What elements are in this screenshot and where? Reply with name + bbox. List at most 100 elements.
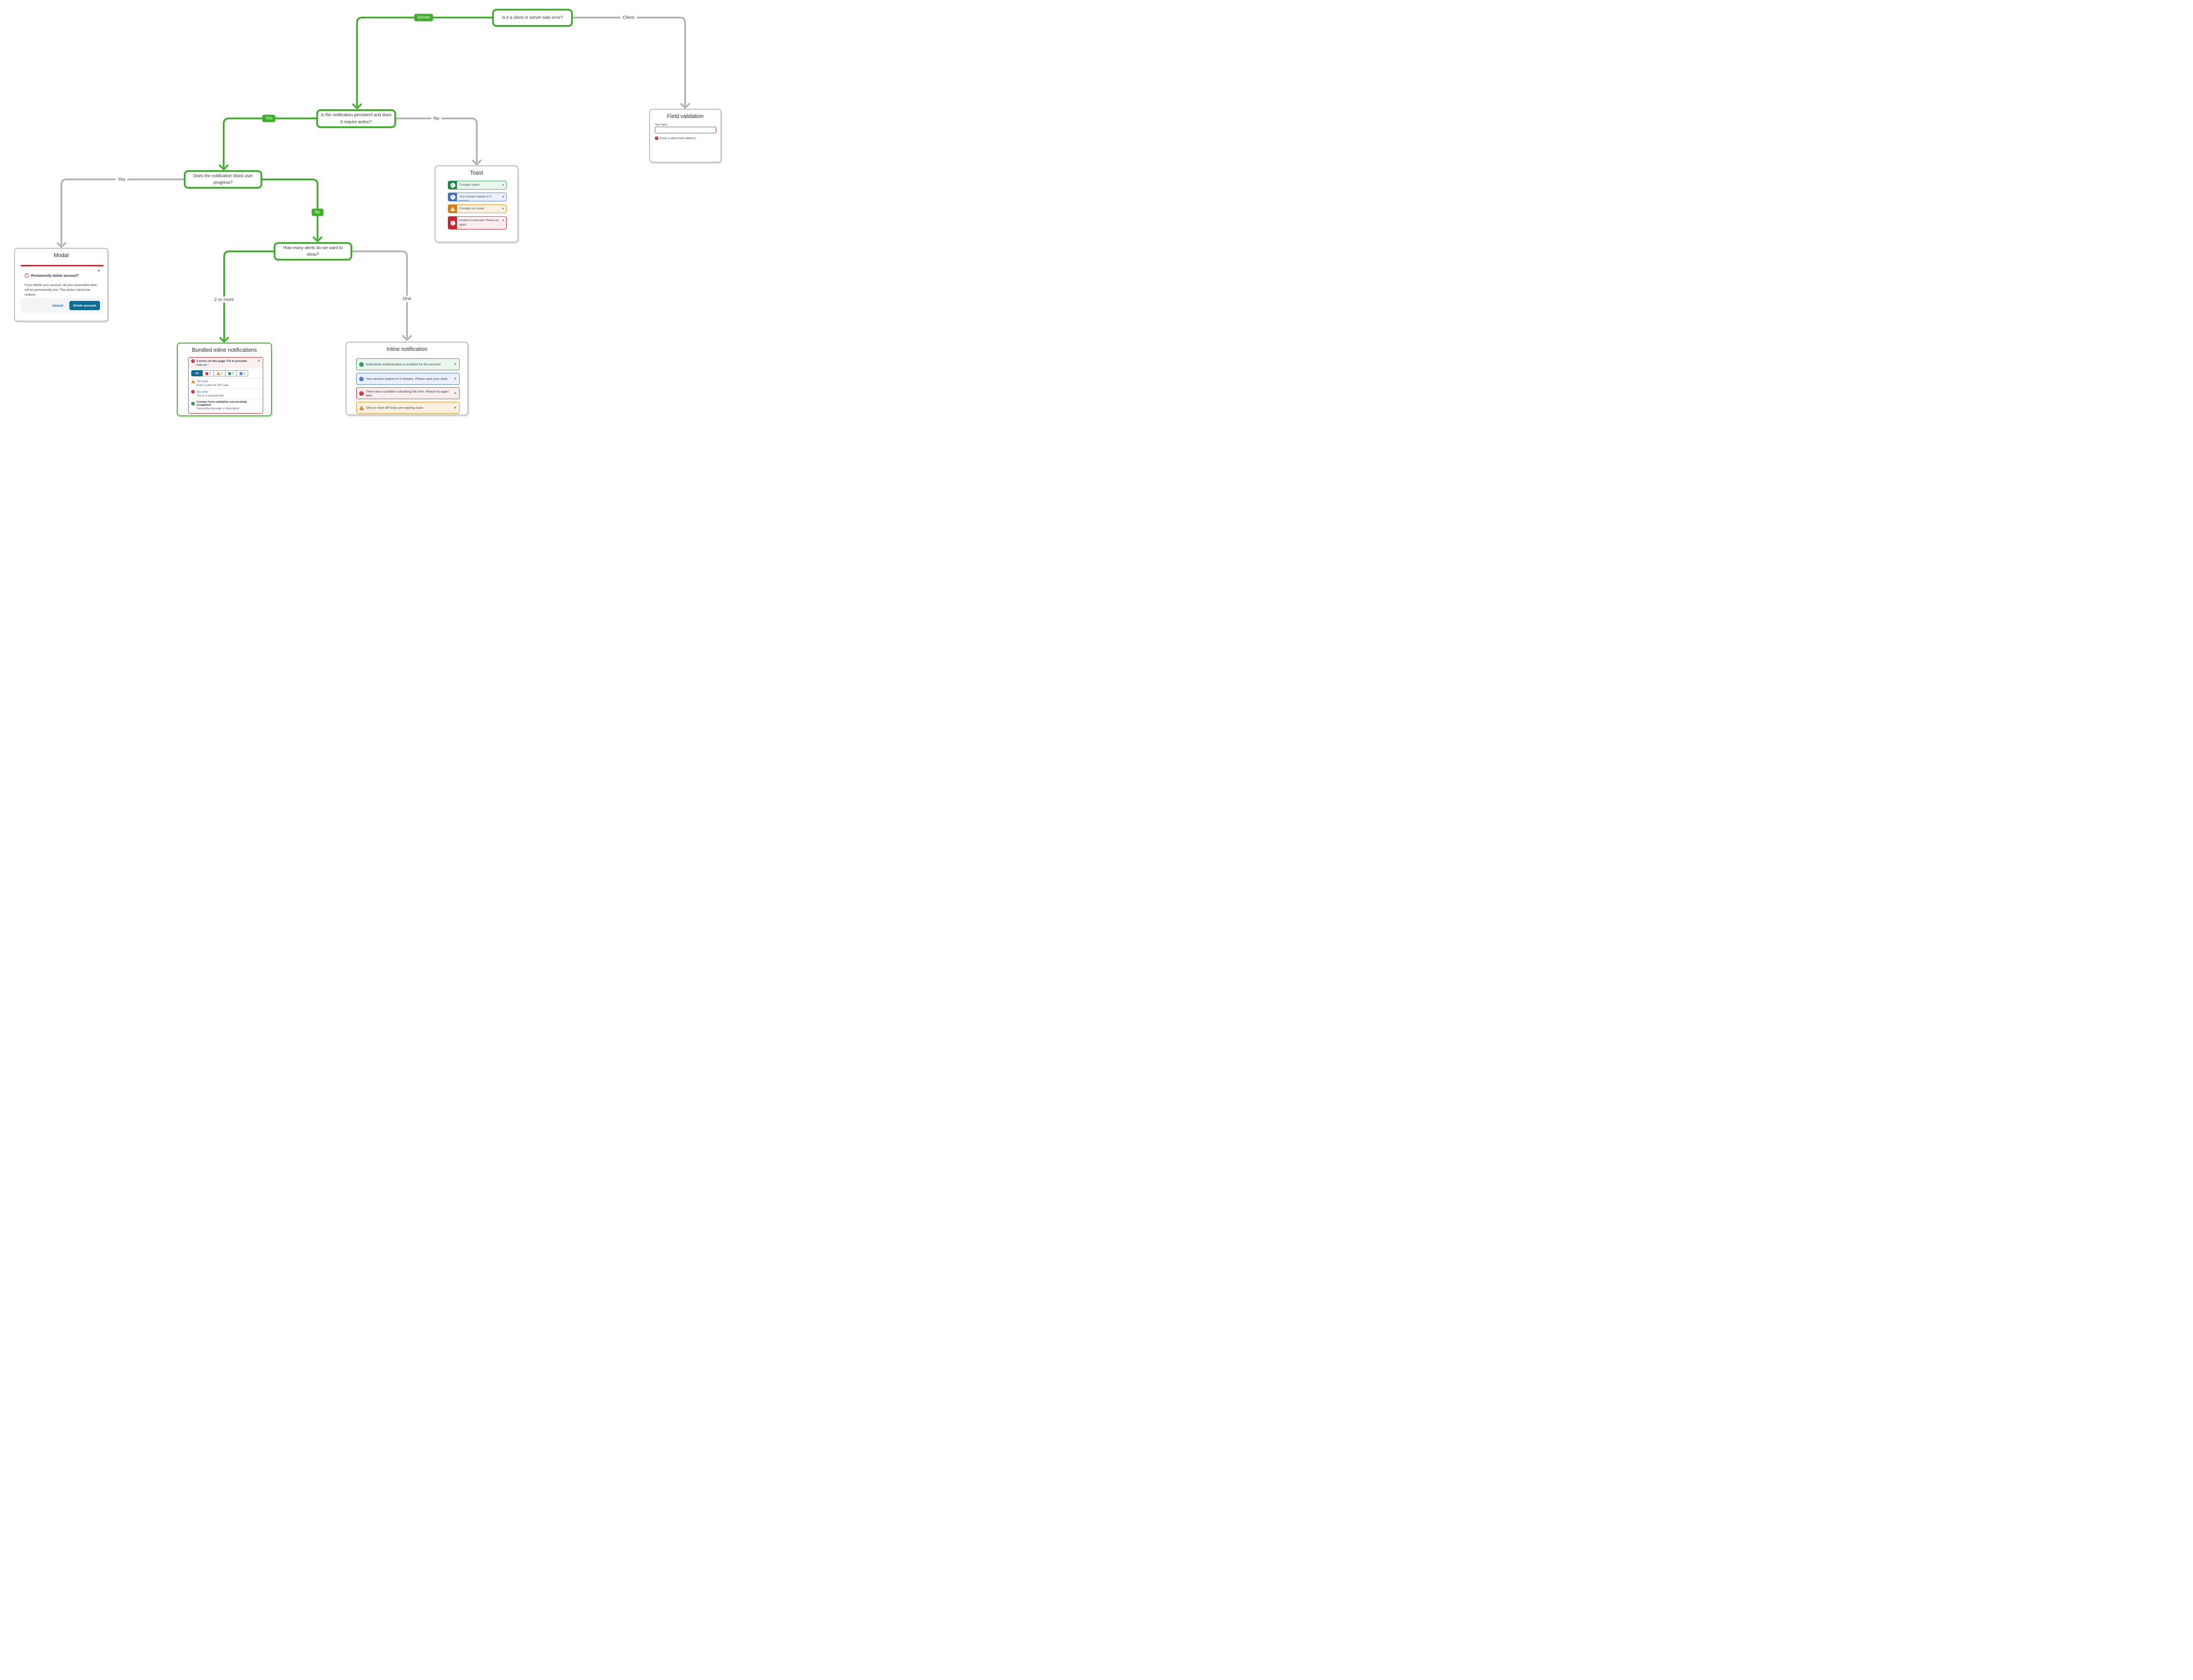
warning-icon: ! — [191, 379, 195, 383]
error-icon: ! — [655, 136, 658, 140]
flow-connectors — [57, 17, 690, 343]
error-icon: ! — [191, 390, 195, 393]
list-item: i Contact form validation information In… — [189, 411, 263, 414]
label-two-or-more: 2 or more — [212, 297, 236, 303]
inline-notification-card: Inline notification ✓ Multi-factor authe… — [346, 342, 468, 415]
inline-info: i Your session expires in 5 minutes. Ple… — [356, 373, 460, 385]
toast-text: Unable to load data. Please try again. — [459, 219, 499, 226]
filter-error-button[interactable]: ! 3 — [203, 370, 214, 376]
decision-box-error-side: Is it a client or server side error? — [492, 9, 573, 27]
warning-icon: ! — [359, 405, 364, 410]
close-icon[interactable]: ✕ — [502, 184, 504, 187]
list-item: ✓ Contact form validation successfully c… — [189, 399, 263, 412]
card-title: Inline notification — [386, 346, 428, 352]
badge-server: Server — [414, 14, 433, 21]
list-item: ! Zip code Enter a valid US ZIP code. — [189, 378, 263, 389]
modal-footer: Cancel Delete account — [21, 298, 104, 313]
arrow-down-icon — [57, 242, 66, 248]
arrow-down-icon — [680, 103, 690, 109]
card-title: Field validation — [667, 113, 704, 119]
close-icon[interactable]: ✕ — [97, 268, 100, 273]
filter-warning-button[interactable]: ! 2 — [214, 370, 225, 376]
toast-success: ✓ Changes saved ✕ — [448, 181, 507, 189]
caret-up-icon: ^ — [207, 364, 209, 367]
decision-box-how-many-alerts: How many alerts do we want to show? — [274, 242, 352, 261]
label-one: One — [400, 296, 414, 302]
edge-no-howmany — [262, 179, 318, 239]
bundled-notifications-card: Bundled inline notifications ! 3 errors … — [177, 343, 272, 416]
close-icon[interactable]: ✕ — [502, 219, 504, 222]
validation-error-row: ! Enter a valid email address. — [655, 136, 696, 140]
close-icon[interactable]: ✕ — [454, 362, 457, 366]
cancel-button[interactable]: Cancel — [52, 303, 64, 307]
edge-server — [356, 17, 493, 107]
notification-desc: This is a required field. — [196, 394, 225, 397]
notification-title: Contact form validation successfully com… — [196, 400, 247, 407]
arrow-down-icon — [472, 160, 482, 165]
label-yes: Yes — [115, 176, 128, 182]
notification-text: Your session expires in 5 minutes. Pleas… — [366, 377, 448, 381]
error-icon: ! — [359, 391, 364, 396]
badge-no: No — [311, 208, 324, 216]
card-title: Bundled inline notifications — [192, 347, 257, 353]
edge-no-toast — [396, 118, 478, 163]
success-icon: ✓ — [228, 372, 232, 375]
arrow-down-icon — [219, 164, 229, 170]
toast-text: Changes saved — [459, 183, 479, 186]
modal-body-text: If you delete your account, all your ass… — [25, 283, 97, 297]
toast-info: i Your session expires in 5 minutes. ✕ — [448, 193, 507, 201]
arrow-down-icon — [219, 337, 229, 343]
hide-all-toggle[interactable]: Hide all ^ — [196, 364, 209, 367]
filter-success-button[interactable]: ✓ 3 — [225, 370, 237, 376]
close-icon[interactable]: ✕ — [454, 377, 457, 381]
filter-all-button[interactable]: All — [191, 370, 203, 376]
edge-one — [352, 250, 408, 338]
success-icon: ✓ — [359, 362, 364, 367]
close-icon[interactable]: ✕ — [502, 207, 504, 211]
notification-desc: Successful message or description — [196, 407, 239, 410]
notification-title-link[interactable]: Zip code — [196, 390, 208, 393]
close-icon[interactable]: ✕ — [257, 360, 260, 363]
notification-desc: Enter a valid US ZIP code. — [196, 384, 229, 387]
edge-two-or-more — [223, 250, 274, 340]
toast-warning: ! Changes not saved ✕ — [448, 204, 507, 213]
close-icon[interactable]: ✕ — [454, 391, 457, 395]
inline-warning: ! One or more API keys are expiring soon… — [356, 402, 460, 414]
modal-heading: Permanently delete account? — [31, 273, 79, 278]
close-icon[interactable]: ✕ — [502, 196, 504, 199]
validation-error-text: Enter a valid email address. — [660, 136, 696, 140]
error-icon: ! — [448, 217, 457, 229]
info-icon: i — [191, 413, 195, 414]
list-item: ! Zip code This is a required field. — [189, 388, 263, 399]
toast-card: Toast ✓ Changes saved ✕ i Your session e… — [435, 165, 518, 243]
inline-success: ✓ Multi-factor authentication is enabled… — [356, 358, 460, 370]
input-label: Text input — [655, 123, 668, 126]
close-icon[interactable]: ✕ — [454, 406, 457, 410]
decision-text: How many alerts do we want to show? — [283, 245, 343, 257]
badge-yes: Yes — [262, 114, 276, 122]
label-no: No — [431, 115, 442, 122]
bundled-header-text: 3 errors on this page: Fix to proceed. — [196, 359, 248, 363]
toast-text: Your session expires in 5 minutes. — [459, 195, 492, 201]
modal-heading-row: ! Permanently delete account? — [25, 273, 79, 278]
delete-account-button[interactable]: Delete account — [69, 300, 100, 310]
notification-title-link[interactable]: Zip code — [197, 380, 208, 383]
filter-info-button[interactable]: i 2 — [237, 370, 248, 376]
bundled-header: ! 3 errors on this page: Fix to proceed.… — [189, 357, 263, 368]
decision-text: Is the notification persistent and does … — [321, 113, 392, 125]
decision-flowchart: Is it a client or server side error? Is … — [0, 0, 725, 420]
decision-box-persistent: Is the notification persistent and does … — [316, 109, 396, 128]
notification-text: Multi-factor authentication is enabled f… — [366, 362, 442, 366]
arrow-down-icon — [313, 236, 322, 242]
text-input-field[interactable] — [655, 127, 716, 133]
warning-icon: ! — [448, 205, 457, 213]
edge-client — [572, 17, 686, 106]
decision-box-blocks-progress: Does the notification block user progres… — [184, 170, 262, 189]
notification-filter-group: All ! 3 ! 2 ✓ 3 i 2 — [189, 368, 263, 378]
success-icon: ✓ — [448, 181, 457, 189]
notification-text: One or more API keys are expiring soon. — [366, 406, 424, 410]
warning-icon: ! — [216, 372, 220, 375]
arrow-down-icon — [402, 335, 412, 341]
error-icon: ! — [205, 372, 209, 375]
info-icon: i — [239, 372, 243, 375]
